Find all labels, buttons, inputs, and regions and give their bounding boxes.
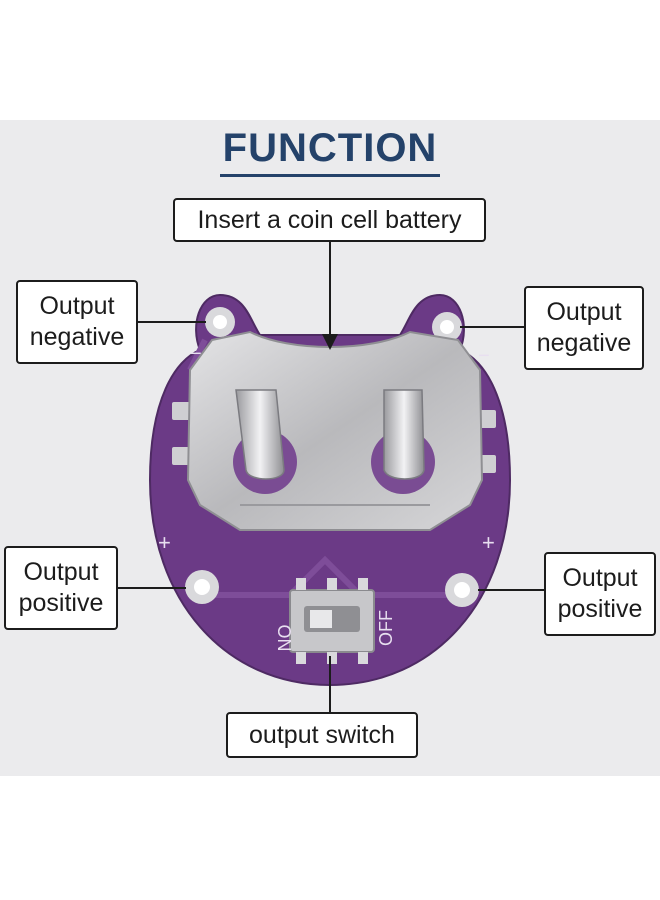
positive-right-line1: Output xyxy=(562,564,638,592)
negative-right-line2: negative xyxy=(536,329,632,357)
negative-left-line1: Output xyxy=(39,292,115,320)
off-mark: OFF xyxy=(376,610,396,646)
battery-holder xyxy=(186,330,484,531)
positive-left-line2: positive xyxy=(18,589,104,617)
pad-negative-right xyxy=(432,312,462,342)
negative-left-callout: Output negative xyxy=(16,280,138,364)
on-mark: ON xyxy=(274,625,294,652)
minus-mark-right: − xyxy=(478,345,490,367)
contact-clip-left xyxy=(233,389,297,494)
pad-positive-left xyxy=(185,570,219,604)
positive-right-line2: positive xyxy=(557,595,643,623)
negative-right-callout: Output negative xyxy=(524,286,644,370)
pad-positive-right xyxy=(445,573,479,607)
contact-clip-right xyxy=(371,389,435,494)
battery-callout-text: Insert a coin cell battery xyxy=(197,205,462,234)
title-underline xyxy=(220,174,440,177)
positive-left-line1: Output xyxy=(23,558,99,586)
battery-callout: Insert a coin cell battery xyxy=(173,198,486,242)
page-title: FUNCTION xyxy=(222,126,438,170)
negative-right-line1: Output xyxy=(546,298,622,326)
leader-lines xyxy=(118,242,544,712)
battery-arrowhead xyxy=(322,334,338,350)
switch-callout: output switch xyxy=(226,712,418,758)
negative-left-line2: negative xyxy=(29,323,125,351)
plus-mark-left: + xyxy=(158,530,171,555)
positive-right-callout: Output positive xyxy=(544,552,656,636)
positive-left-callout: Output positive xyxy=(4,546,118,630)
plus-mark-right: + xyxy=(482,530,495,555)
pad-negative-left xyxy=(205,307,235,337)
slide-switch xyxy=(289,578,375,664)
minus-mark-left: − xyxy=(190,343,202,365)
switch-callout-text: output switch xyxy=(249,720,395,749)
